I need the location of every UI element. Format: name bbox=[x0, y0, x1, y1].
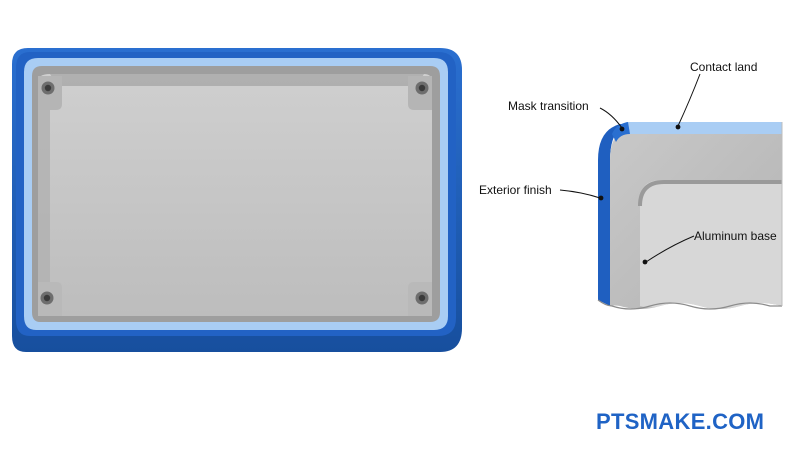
section-pocket-edge bbox=[638, 180, 782, 207]
corner-boss-top-right bbox=[408, 76, 432, 110]
enclosure-box bbox=[12, 48, 462, 352]
section-exterior-finish bbox=[598, 124, 624, 306]
leader-exterior-finish bbox=[559, 189, 601, 199]
leader-mask-transition bbox=[599, 107, 623, 129]
leader-aluminum-base bbox=[645, 235, 695, 263]
section-contact-land bbox=[620, 122, 782, 134]
label-aluminum-base: Aluminum base bbox=[694, 229, 777, 243]
leader-contact-land bbox=[677, 73, 701, 127]
section-inner-pocket bbox=[640, 180, 782, 309]
label-exterior-finish: Exterior finish bbox=[479, 183, 552, 197]
corner-boss-bottom-left bbox=[38, 282, 62, 316]
enclosure-wall-shading-left bbox=[38, 82, 50, 308]
enclosure-floor bbox=[38, 74, 432, 316]
leader-lines bbox=[559, 73, 701, 265]
section-break-line bbox=[597, 299, 782, 310]
label-mask-transition: Mask transition bbox=[508, 99, 589, 113]
brand-watermark: PTSMAKE.COM bbox=[596, 409, 765, 434]
label-contact-land: Contact land bbox=[690, 60, 758, 74]
enclosure-wall-shading bbox=[50, 74, 424, 86]
corner-boss-bottom-right bbox=[408, 282, 432, 316]
cross-section-detail bbox=[597, 122, 783, 310]
section-mask-transition bbox=[612, 122, 630, 142]
corner-boss-top-left bbox=[38, 76, 62, 110]
